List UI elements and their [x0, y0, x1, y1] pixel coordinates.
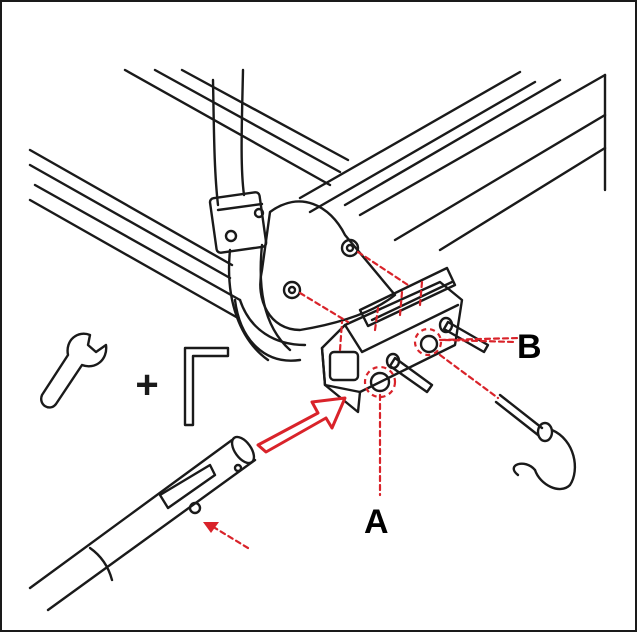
highlight-circle-a [363, 365, 397, 399]
nut-guide-4 [418, 280, 424, 307]
label-b: B [517, 328, 542, 366]
leg-tube [28, 435, 257, 612]
bolt-guide-1 [356, 250, 410, 287]
leader-b [443, 338, 517, 344]
pin-guide [438, 353, 500, 400]
bolt-guide-2 [298, 291, 350, 324]
label-a: A [364, 503, 389, 541]
pin-insert-guide [213, 526, 250, 550]
nut-guide-2 [373, 306, 380, 332]
plus-sign: + [135, 363, 158, 407]
bracket-block [320, 266, 464, 414]
bolt-guide-3 [438, 336, 522, 342]
plate-bolt-1 [340, 238, 360, 258]
pin-insert-arrowhead [203, 522, 219, 533]
bracket-bolt-2 [438, 316, 490, 354]
back-frame-rail [123, 68, 350, 187]
bracket-bolt-1 [385, 352, 434, 394]
plate-bolt-2 [282, 280, 302, 300]
nut-guide-3 [398, 290, 404, 317]
locking-pin [494, 393, 577, 491]
insertion-arrow [256, 396, 347, 454]
vertical-tube [208, 68, 292, 362]
upper-right-rail [298, 70, 607, 252]
nut-guide-1 [338, 320, 344, 352]
allen-key-icon [183, 346, 230, 427]
wrench-icon [40, 332, 108, 409]
corner-plate [233, 200, 397, 362]
highlight-circle-b [413, 327, 443, 357]
left-frame-rail [28, 148, 242, 320]
